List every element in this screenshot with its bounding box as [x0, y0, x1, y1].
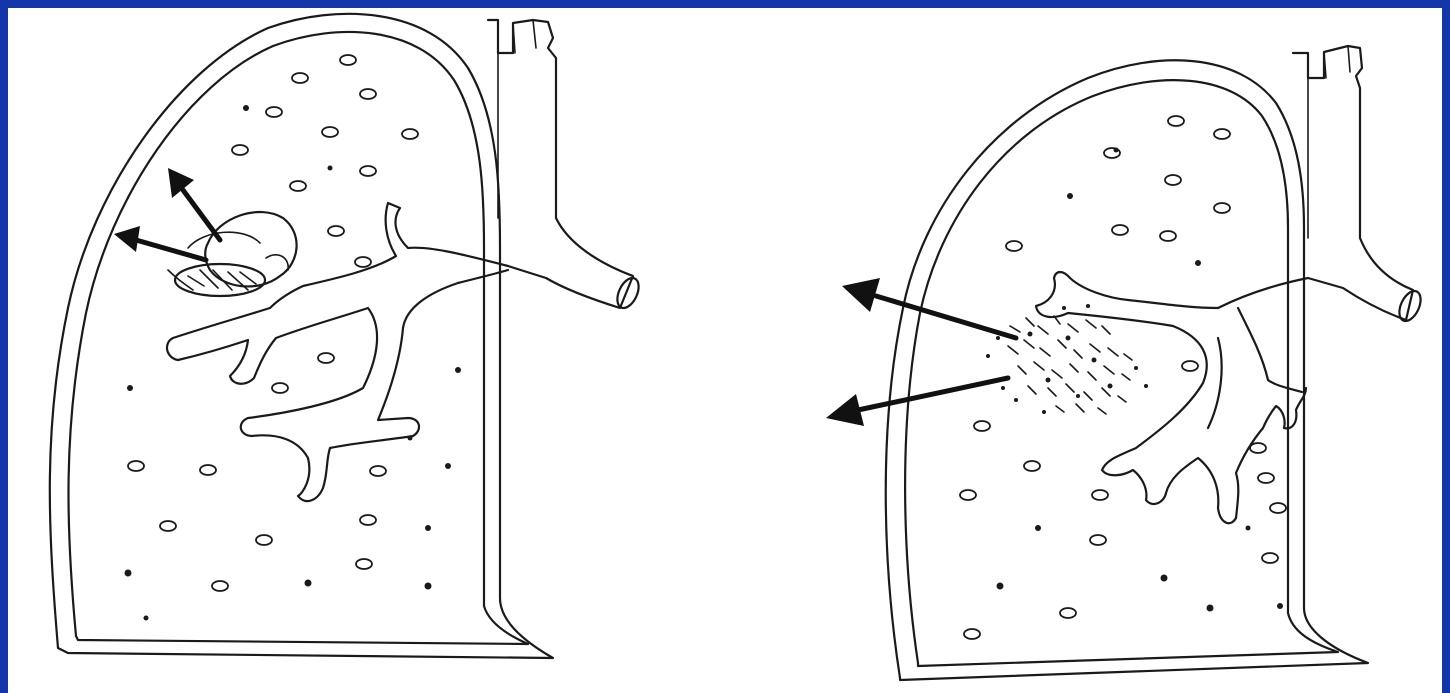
left-lung-outline — [50, 14, 553, 658]
left-arrow-upper-head — [168, 168, 194, 198]
left-bronchial-tree — [167, 203, 508, 501]
right-bronchial-tree — [1036, 272, 1308, 523]
right-lung-panel — [826, 46, 1425, 680]
right-arrow-upper — [876, 296, 1016, 338]
right-arrow-lower — [858, 378, 1008, 410]
left-trachea — [488, 20, 633, 308]
lung-diagrams — [8, 8, 1442, 693]
left-arrow-upper — [180, 186, 220, 240]
right-arrow-lower-head — [826, 394, 864, 426]
left-arrow-lower-head — [114, 226, 140, 252]
right-trachea-lines — [1308, 46, 1350, 238]
left-bronchus-opening — [613, 275, 643, 312]
right-infiltrate — [986, 304, 1148, 414]
right-lung-outline — [886, 60, 1368, 680]
left-lung-panel — [50, 14, 643, 658]
right-arrow-upper-head — [842, 278, 880, 312]
right-dots — [997, 148, 1284, 612]
right-trachea — [1293, 46, 1413, 320]
left-trachea-lines — [498, 20, 536, 218]
left-lung-inner-pleura — [68, 32, 528, 644]
left-arrow-lower — [136, 240, 206, 260]
diagram-canvas — [8, 8, 1442, 693]
